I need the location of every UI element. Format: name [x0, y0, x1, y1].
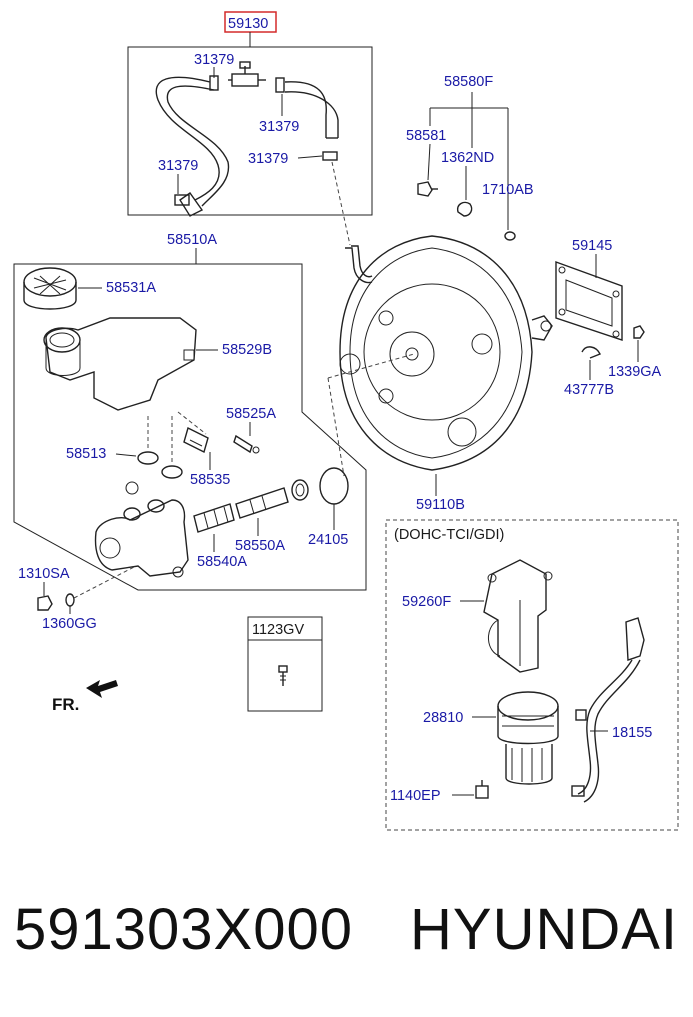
label-1360GG[interactable]: 1360GG	[42, 616, 97, 632]
label-31379-d[interactable]: 31379	[158, 158, 198, 174]
nut-1339GA	[633, 325, 645, 339]
sensor-58535	[183, 426, 209, 454]
brake-booster	[339, 235, 553, 471]
label-1339GA[interactable]: 1339GA	[608, 364, 662, 380]
label-28810[interactable]: 28810	[423, 710, 463, 726]
label-59145[interactable]: 59145	[572, 238, 612, 254]
label-58513[interactable]: 58513	[66, 446, 106, 462]
part-number: 591303X000	[14, 897, 353, 962]
gasket-24105	[319, 467, 349, 505]
variant-label: (DOHC-TCI/GDI)	[394, 527, 504, 543]
label-58540A[interactable]: 58540A	[197, 554, 247, 570]
o-ring-1710AB	[504, 231, 516, 241]
gasket-59145	[555, 261, 623, 341]
check-valve	[228, 61, 266, 87]
label-58550A[interactable]: 58550A	[235, 538, 285, 554]
label-18155[interactable]: 18155	[612, 725, 652, 741]
pin-58581	[417, 181, 438, 197]
label-31379-c[interactable]: 31379	[248, 151, 288, 167]
label-24105[interactable]: 24105	[308, 532, 348, 548]
label-59260F[interactable]: 59260F	[402, 594, 451, 610]
label-31379-a[interactable]: 31379	[194, 52, 234, 68]
brand-name: HYUNDAI	[410, 897, 679, 962]
piston-58550A	[235, 487, 289, 519]
front-direction-label: FR.	[52, 695, 79, 714]
label-58531A[interactable]: 58531A	[106, 280, 156, 296]
label-58580F[interactable]: 58580F	[444, 74, 493, 90]
label-58535[interactable]: 58535	[190, 472, 230, 488]
label-1310SA[interactable]: 1310SA	[18, 566, 70, 582]
bolt-box-1123GV	[247, 616, 323, 712]
reservoir-cap-58531A	[23, 267, 77, 310]
piston-58540A	[193, 503, 235, 533]
label-1123GV[interactable]: 1123GV	[252, 622, 304, 638]
label-43777B[interactable]: 43777B	[564, 382, 614, 398]
vacuum-hose-left	[155, 76, 230, 217]
grommet-58513-b	[161, 465, 183, 479]
label-1362ND[interactable]: 1362ND	[441, 150, 494, 166]
clip-1362ND	[456, 201, 473, 217]
hose-assembly-box	[127, 46, 373, 216]
label-1140EP[interactable]: 1140EP	[390, 788, 441, 804]
pin-58525A	[233, 434, 260, 454]
grommet-58513-a	[137, 451, 159, 465]
bracket-59260F	[483, 559, 553, 673]
label-59130[interactable]: 59130	[228, 16, 268, 32]
label-58529B[interactable]: 58529B	[222, 342, 272, 358]
vacuum-pump-28810	[497, 691, 559, 785]
label-31379-b[interactable]: 31379	[259, 119, 299, 135]
bolt-1123GV	[278, 665, 288, 686]
seal-ring	[291, 479, 309, 501]
bolt-1140EP	[475, 780, 489, 799]
reservoir-body-58529B	[43, 317, 197, 411]
front-arrow-icon	[86, 680, 118, 698]
label-58510A[interactable]: 58510A	[167, 232, 217, 248]
washer-1360GG	[65, 593, 75, 607]
label-58525A[interactable]: 58525A	[226, 406, 276, 422]
master-cylinder-body	[94, 481, 189, 578]
master-cylinder-box	[13, 263, 367, 591]
parts-diagram: 59130 31379 31379 31379 31379	[13, 11, 679, 831]
label-58581[interactable]: 58581	[406, 128, 446, 144]
wiring-harness-18155	[571, 617, 645, 803]
vacuum-hose-right	[284, 81, 339, 139]
label-1710AB[interactable]: 1710AB	[482, 182, 534, 198]
nut-1310SA	[37, 595, 53, 611]
label-59110B[interactable]: 59110B	[416, 497, 465, 513]
clevis-pin-43777B	[581, 346, 601, 359]
